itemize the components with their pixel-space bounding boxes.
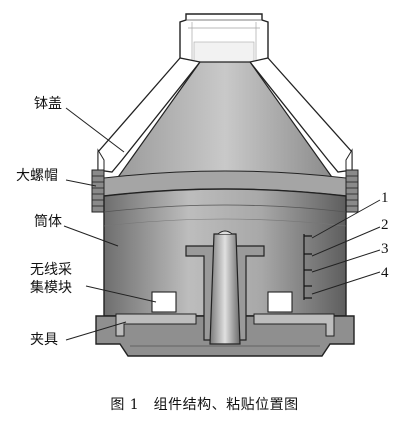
marker-3: 3 bbox=[381, 241, 389, 257]
label-cylinder: 筒体 bbox=[34, 214, 62, 230]
assembly-cross-section-diagram bbox=[63, 13, 381, 357]
label-wireless-module-line1: 无线采 bbox=[30, 262, 72, 278]
marker-leader-lines bbox=[311, 199, 381, 295]
marker-2: 2 bbox=[381, 217, 389, 233]
label-large-nut: 大螺帽 bbox=[16, 168, 58, 184]
label-clamp: 夹具 bbox=[30, 332, 58, 348]
gauge-position-scale bbox=[303, 234, 312, 300]
clamp bbox=[115, 313, 335, 337]
marker-4: 4 bbox=[381, 265, 389, 281]
label-bowl-lid: 钵盖 bbox=[34, 96, 62, 112]
label-leader-lines bbox=[63, 107, 157, 341]
top-cap bbox=[179, 13, 269, 65]
wireless-acquisition-module bbox=[151, 291, 293, 313]
central-spindle bbox=[185, 230, 265, 345]
marker-1: 1 bbox=[381, 190, 389, 206]
figure-caption: 图 1 组件结构、粘贴位置图 bbox=[110, 397, 299, 413]
label-wireless-module-line2: 集模块 bbox=[30, 280, 72, 296]
